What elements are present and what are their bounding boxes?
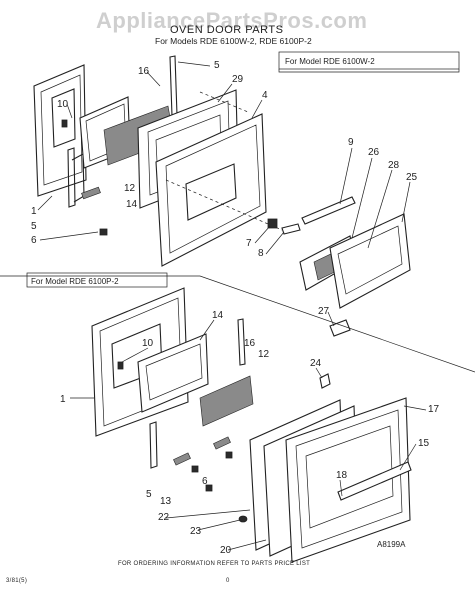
callout: 15 bbox=[418, 438, 430, 449]
upper-door-assembly bbox=[33, 55, 411, 337]
model-divider bbox=[0, 275, 475, 373]
callout: 22 bbox=[158, 512, 170, 523]
upper-rod bbox=[169, 55, 178, 117]
callout: 17 bbox=[428, 404, 440, 415]
upper-outer-door bbox=[155, 113, 267, 267]
figure-code: A8199A bbox=[377, 540, 406, 549]
model-label-lower: For Model RDE 6100P-2 bbox=[31, 277, 119, 286]
callout: 5 bbox=[214, 60, 220, 71]
callout: 10 bbox=[57, 99, 69, 110]
callout: 13 bbox=[160, 496, 172, 507]
callout: 29 bbox=[232, 74, 244, 85]
callout: 6 bbox=[202, 476, 208, 487]
upper-inner-liner bbox=[33, 64, 87, 197]
model-box-upper bbox=[278, 51, 460, 70]
lower-glass-pack bbox=[137, 333, 209, 413]
upper-door-window bbox=[185, 163, 237, 221]
model-label-upper: For Model RDE 6100W-2 bbox=[285, 57, 375, 66]
callout: 24 bbox=[310, 358, 322, 369]
diagram-subtitle: For Models RDE 6100W-2, RDE 6100P-2 bbox=[155, 36, 312, 46]
upper-screw bbox=[281, 223, 301, 235]
lower-clip-24 bbox=[319, 373, 331, 389]
callout: 18 bbox=[336, 470, 348, 481]
callout: 16 bbox=[138, 66, 150, 77]
footer-note: FOR ORDERING INFORMATION REFER TO PARTS … bbox=[118, 561, 310, 567]
callout: 20 bbox=[220, 545, 232, 556]
lower-hinge bbox=[149, 421, 158, 469]
lower-bumper-23 bbox=[238, 515, 248, 523]
callout: 14 bbox=[212, 310, 224, 321]
upper-frame-25 bbox=[329, 213, 411, 309]
lower-rod bbox=[237, 318, 246, 366]
callout: 26 bbox=[368, 147, 380, 158]
callout: 27 bbox=[318, 306, 330, 317]
model-box-upper-shadow bbox=[278, 69, 460, 73]
footer-page-mark: 0 bbox=[226, 578, 230, 584]
callout: 8 bbox=[258, 248, 264, 259]
callout: 25 bbox=[406, 172, 418, 183]
callout: 12 bbox=[124, 183, 136, 194]
upper-liner-window bbox=[51, 88, 76, 148]
upper-hinge-spring bbox=[81, 186, 101, 200]
upper-bracket-27 bbox=[329, 319, 351, 337]
upper-liner-latch bbox=[61, 119, 68, 128]
callout: 4 bbox=[262, 90, 268, 101]
upper-hinge-left bbox=[67, 147, 76, 208]
callouts-upper: 10 16 5 29 4 12 14 1 5 6 9 26 28 25 7 8 … bbox=[31, 60, 418, 317]
lower-outer-door bbox=[285, 397, 411, 563]
callout: 1 bbox=[31, 206, 37, 217]
model-box-lower bbox=[26, 272, 168, 288]
lower-panel bbox=[199, 375, 254, 427]
callout: 12 bbox=[258, 349, 270, 360]
callout: 14 bbox=[126, 199, 138, 210]
leader-lines bbox=[37, 61, 427, 551]
callout: 1 bbox=[60, 394, 66, 405]
callout: 7 bbox=[246, 238, 252, 249]
callout: 10 bbox=[142, 338, 154, 349]
upper-handle bbox=[301, 196, 356, 225]
watermark: AppliancePartsPros.com bbox=[96, 8, 367, 33]
callout: 23 bbox=[190, 526, 202, 537]
callout: 28 bbox=[388, 160, 400, 171]
lower-handle bbox=[337, 461, 412, 501]
lower-door-window bbox=[305, 425, 394, 529]
callouts-lower: 14 10 16 12 1 24 17 15 18 5 13 6 22 23 2… bbox=[60, 310, 440, 556]
callout: 9 bbox=[348, 137, 354, 148]
upper-hinge-bracket bbox=[267, 218, 278, 229]
lower-door-assembly bbox=[91, 287, 412, 563]
footer-code: 3/81(5) bbox=[6, 578, 27, 584]
upper-clip-6 bbox=[99, 228, 108, 236]
callout: 5 bbox=[31, 221, 37, 232]
diagram-title: OVEN DOOR PARTS bbox=[170, 24, 283, 36]
callout: 16 bbox=[244, 338, 256, 349]
callout: 6 bbox=[31, 235, 37, 246]
callout: 5 bbox=[146, 489, 152, 500]
